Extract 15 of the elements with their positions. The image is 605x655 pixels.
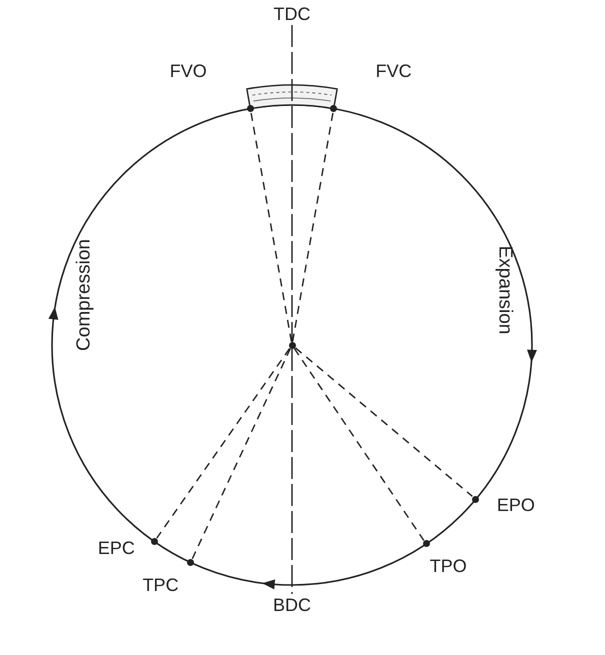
point-label: EPC xyxy=(98,538,135,557)
dashed-line xyxy=(250,112,292,342)
point-label: FVO xyxy=(170,62,207,80)
stroke-label: Expansion xyxy=(496,246,514,334)
stroke-label: Compression xyxy=(74,239,94,351)
dashed-line xyxy=(292,112,334,342)
point-label: FVC xyxy=(376,62,412,80)
dashed-line xyxy=(156,348,290,538)
point-label: TPO xyxy=(430,556,467,575)
dashed-line xyxy=(291,25,293,594)
dashed-line xyxy=(192,348,291,560)
dashed-line xyxy=(295,347,473,497)
dashed-line xyxy=(294,348,424,541)
point-label: TPC xyxy=(142,576,179,594)
point-label: EPO xyxy=(496,496,535,514)
